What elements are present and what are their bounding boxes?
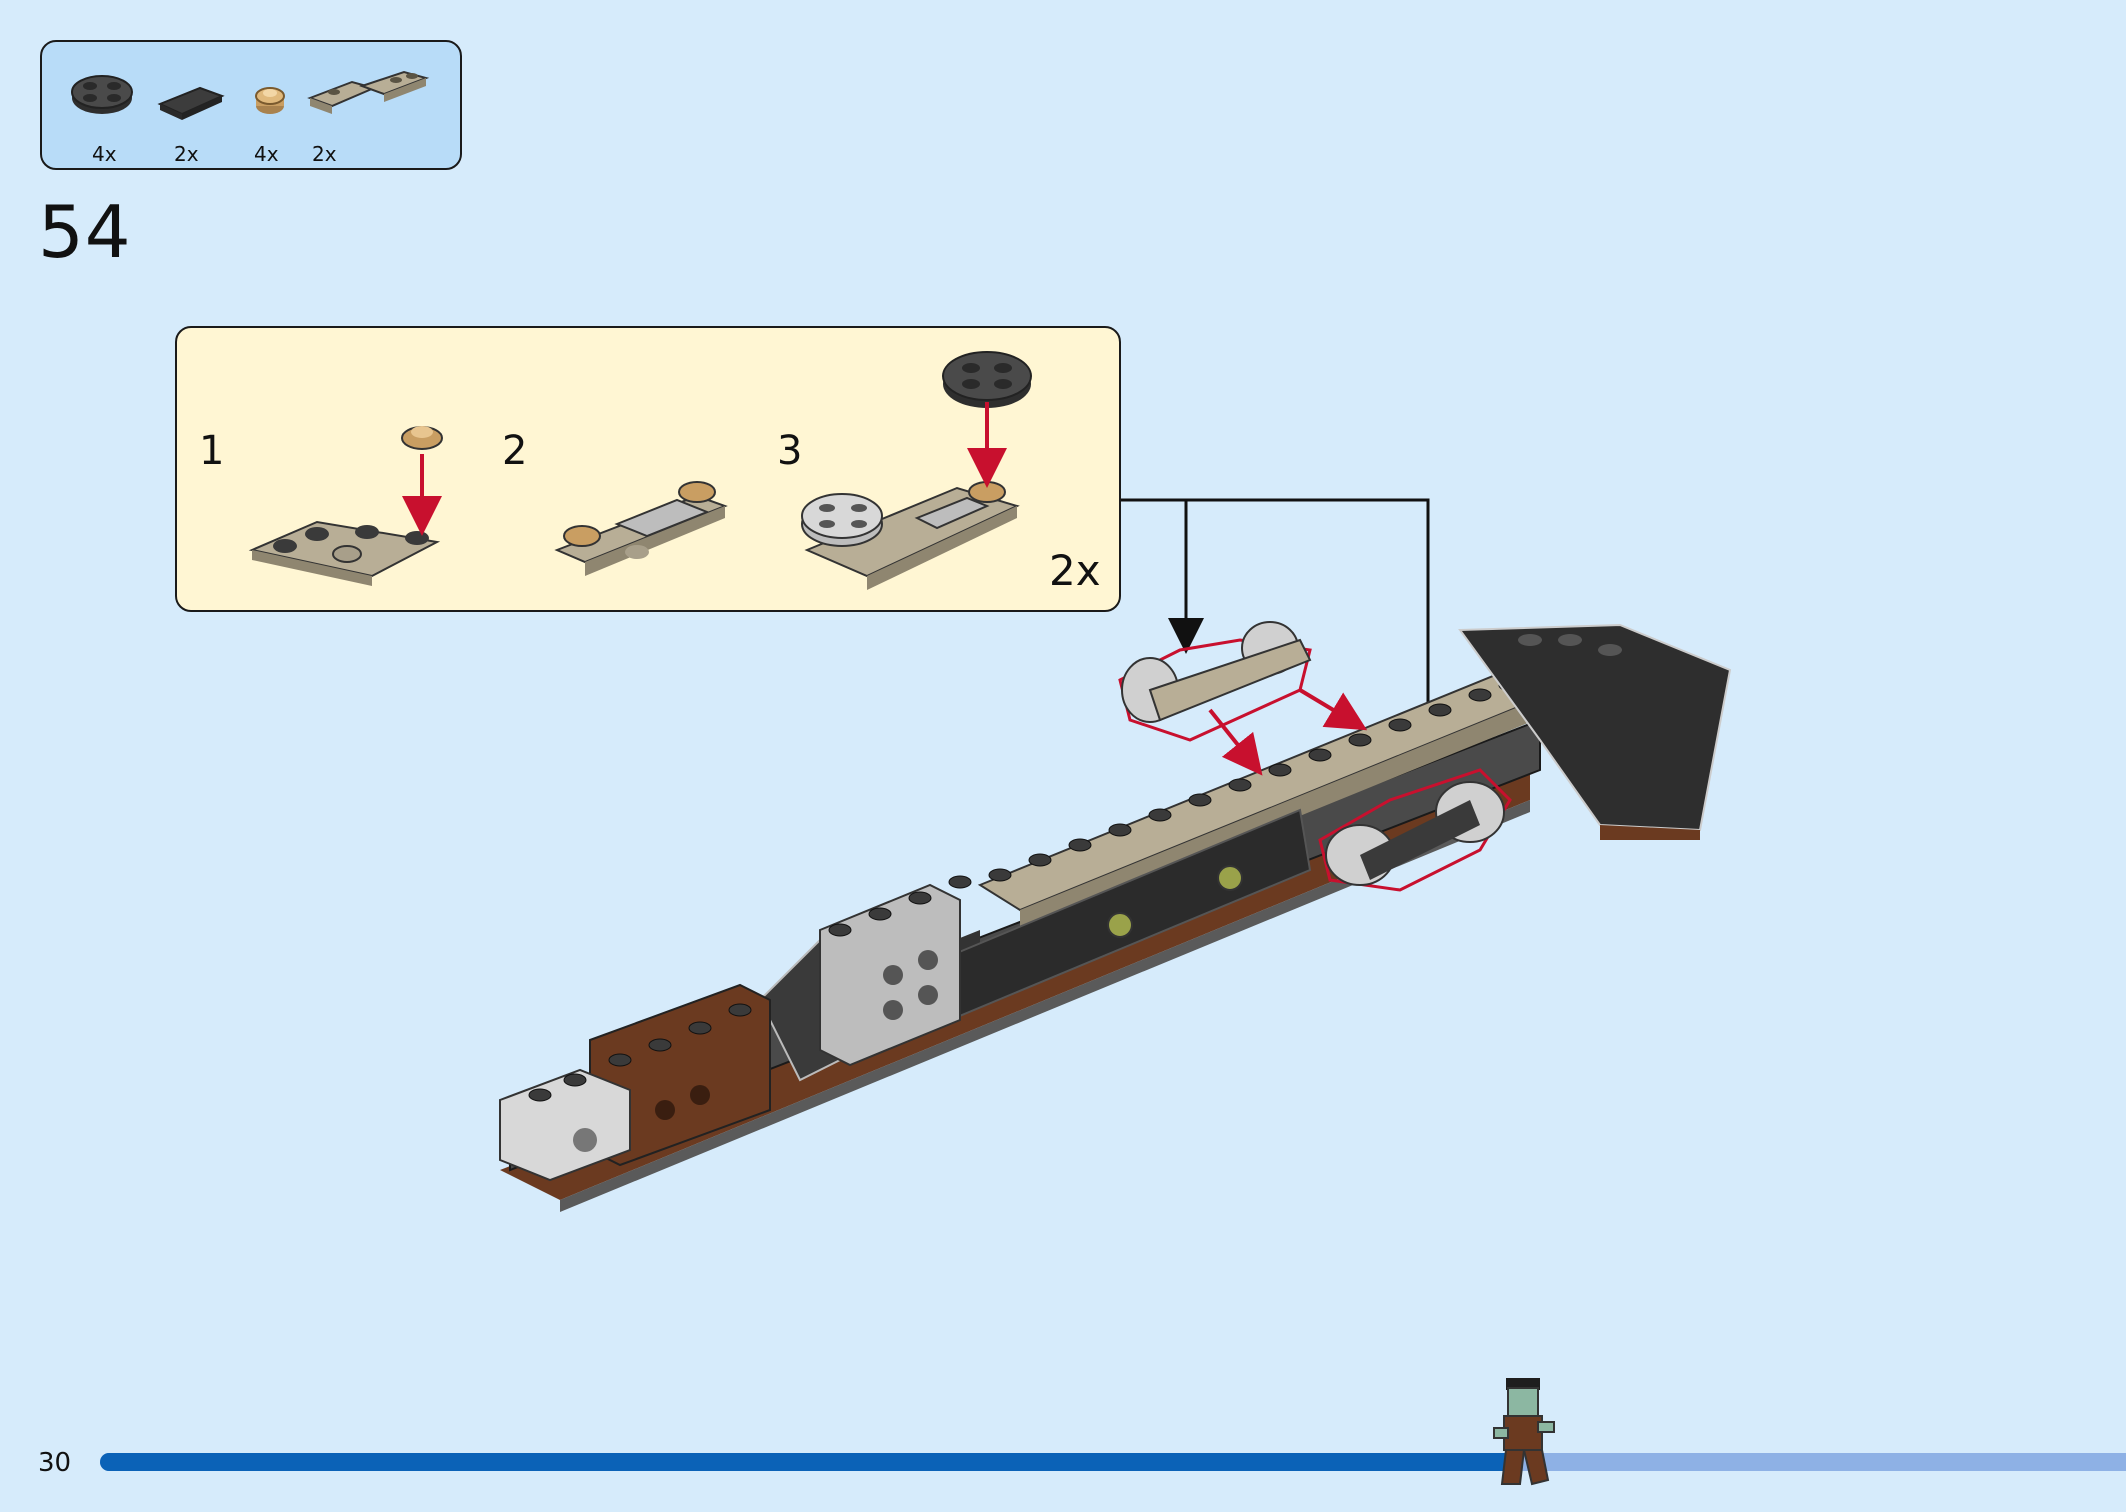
part-qty: 2x: [312, 142, 337, 166]
substep-3-illustration: [801, 351, 1032, 590]
model-front-wedge: [1458, 623, 1732, 840]
part-qty: 4x: [254, 142, 279, 166]
part-qty: 2x: [174, 142, 199, 166]
part-qty: 4x: [92, 142, 117, 166]
round-plate-2x2-dark-grey-icon: [71, 75, 133, 114]
parts-list-panel: 4x 2x 4x 2x: [40, 40, 462, 170]
round-plate-1x1-tan-icon: [255, 87, 285, 114]
model-studs: [528, 678, 1522, 1102]
substep-2-label: 2: [502, 428, 528, 474]
minifigure-icon: [1493, 1378, 1555, 1486]
progress-bar: [100, 1453, 2126, 1471]
step-number: 54: [38, 190, 132, 274]
subassembly-illustration: [248, 351, 1032, 590]
callout-multiplier: 2x: [1049, 546, 1101, 595]
model-light-grey-bricks: [819, 883, 961, 1067]
substep-2-illustration: [554, 481, 728, 576]
tile-1x2-dark-grey-icon: [157, 86, 225, 120]
substep-1-illustration: [248, 426, 443, 586]
hinge-plate-tan-icon: [307, 70, 430, 114]
part-tile: 2x: [150, 64, 240, 166]
part-hinge: 2x: [304, 64, 434, 166]
part-round-plate: 4x: [62, 64, 152, 166]
part-round-tan: 4x: [242, 64, 332, 166]
placed-subassembly-upper: [1118, 621, 1368, 776]
substep-3-label: 3: [777, 428, 803, 474]
model-brown-bricks: [589, 983, 771, 1167]
model-olive-accents: [1107, 865, 1243, 938]
page-number: 30: [38, 1448, 72, 1478]
placed-subassembly-lower: [1318, 768, 1512, 892]
substep-1-label: 1: [199, 428, 225, 474]
progress-bar-fill: [100, 1453, 1519, 1471]
subassembly-callout: 1 2 3 2x: [175, 326, 1121, 612]
